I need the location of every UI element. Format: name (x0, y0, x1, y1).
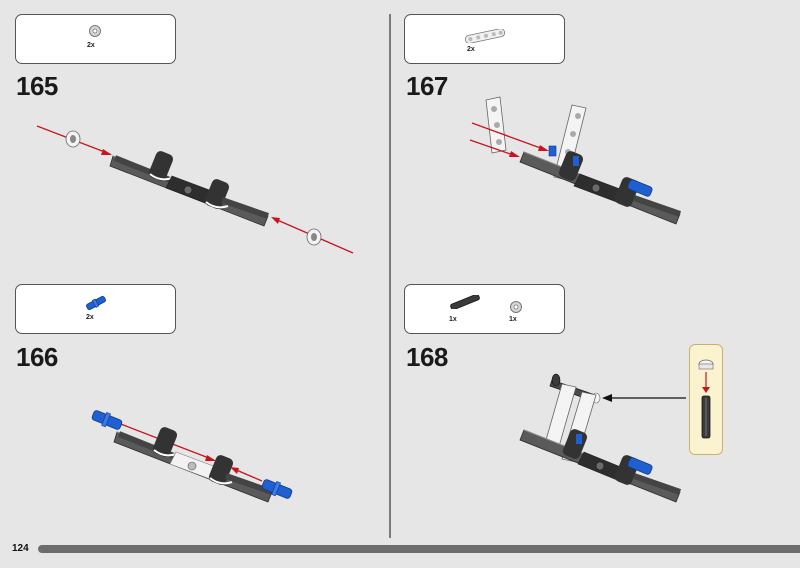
parts-callout-step-165: 2x (15, 14, 176, 64)
part-quantity: 2x (467, 46, 475, 53)
page-progress-bar (38, 545, 800, 553)
step-number-167: 167 (406, 71, 448, 101)
sub-assembly-illustration (698, 359, 714, 439)
bush-part (306, 228, 322, 246)
bush-icon (89, 25, 101, 37)
bush-part (65, 130, 81, 148)
parts-callout-step-167: 2x (404, 14, 565, 64)
liftarm-icon (464, 29, 506, 43)
axle-assembly (519, 429, 681, 503)
assembly-illustration-step-167 (469, 96, 681, 225)
sub-assembly-callout (689, 344, 723, 455)
step-number-165: 165 (16, 71, 58, 101)
part-quantity: 1x (509, 316, 517, 323)
blue-pin-icon (86, 295, 106, 311)
liftarm-part (485, 96, 507, 154)
part-quantity: 2x (86, 314, 94, 321)
step-number-166: 166 (16, 342, 58, 372)
axle-assembly (109, 151, 269, 227)
parts-callout-step-166: 2x (15, 284, 176, 334)
assembly-illustration-step-165 (36, 125, 354, 254)
axle-icon (450, 295, 480, 309)
axle-assembly (519, 151, 681, 225)
part-quantity: 1x (449, 316, 457, 323)
bush-icon (510, 301, 522, 313)
parts-callout-step-168: 1x 1x (404, 284, 565, 334)
blue-pin-part (91, 410, 123, 430)
step-number-168: 168 (406, 342, 448, 372)
blue-pin-part (261, 479, 293, 499)
assembly-illustration-step-166 (91, 410, 293, 503)
part-quantity: 2x (87, 42, 95, 49)
page-divider (389, 14, 391, 538)
page-number: 124 (12, 543, 29, 554)
